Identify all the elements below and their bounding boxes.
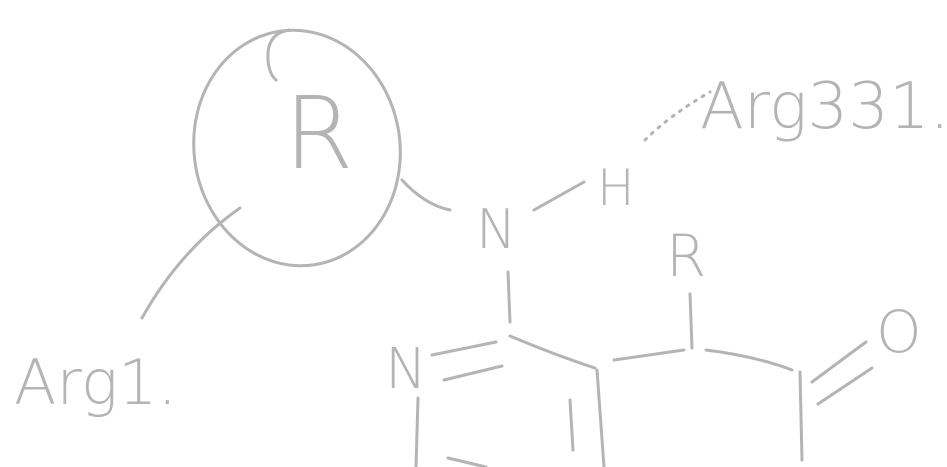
hydrogen-bond-dotted bbox=[643, 90, 712, 142]
ring-group: R bbox=[192, 28, 402, 268]
second-ring-right-vertical bbox=[798, 370, 804, 462]
second-ring-top-right bbox=[704, 348, 794, 372]
ring-group-label: R bbox=[284, 75, 353, 192]
residue-right-label: Arg331. bbox=[700, 70, 947, 144]
hydrogen-label: H bbox=[597, 159, 635, 217]
ring-inner-bond bbox=[568, 398, 575, 452]
ring-bracket bbox=[266, 28, 291, 82]
residue-left-label: Arg1. bbox=[14, 346, 177, 419]
oxygen-label: O bbox=[876, 298, 922, 366]
bond-nitrogen-to-hydrogen bbox=[532, 180, 586, 212]
side-chain-label: R bbox=[666, 222, 706, 290]
nitrogen-upper-label: N bbox=[476, 198, 516, 261]
carbonyl-bond-a bbox=[810, 340, 868, 384]
second-ring-top-left bbox=[612, 348, 686, 362]
ring-bond-right-vertical bbox=[595, 368, 606, 467]
bond-side-chain-down bbox=[688, 292, 694, 350]
ring-bond-top-left bbox=[508, 334, 597, 370]
double-bond-line-b bbox=[442, 364, 504, 382]
carbonyl-bond-b bbox=[816, 366, 874, 406]
nitrogen-ring-label: N bbox=[385, 337, 427, 402]
double-bond-line-a bbox=[430, 340, 498, 357]
line-ring-to-residue-left bbox=[140, 206, 242, 320]
bond-ring-to-nitrogen bbox=[400, 178, 452, 212]
ring-bond-bottom bbox=[446, 456, 488, 467]
bond-nitrogen-down bbox=[506, 270, 512, 324]
ring-bond-left-vertical bbox=[414, 396, 420, 467]
